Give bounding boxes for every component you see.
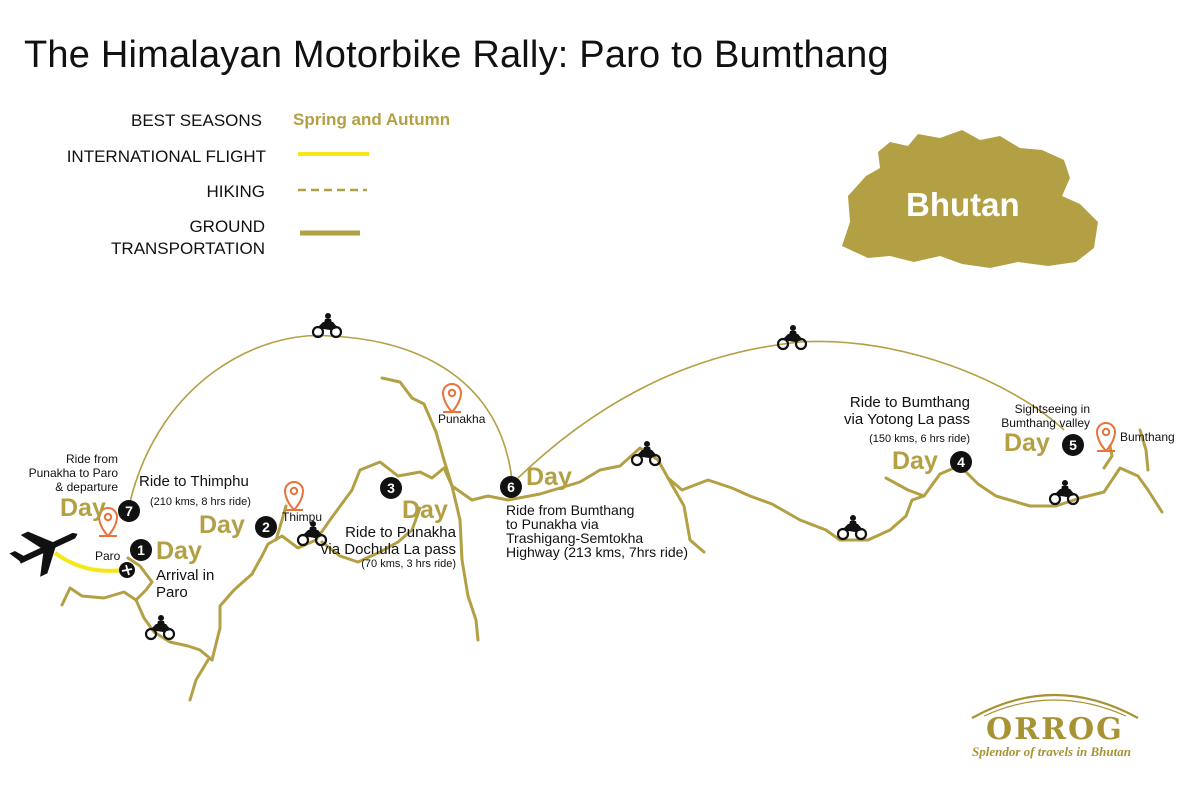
place-label-bumthang: Bumthang <box>1120 430 1175 444</box>
road-punakha-south <box>450 484 480 642</box>
day-2-badge: 2 <box>255 516 277 538</box>
day-7-desc-line3: & departure <box>55 480 118 494</box>
day-4-distance: (150 kms, 6 hrs ride) <box>869 433 970 445</box>
location-pin-icon-thimpu <box>283 481 305 512</box>
country-label: Bhutan <box>906 186 1020 223</box>
day-6-desc-line1: Ride from Bumthang <box>506 502 635 518</box>
airplane-icon <box>9 531 78 577</box>
day-1-desc-line2: Paro <box>156 584 188 601</box>
page-title: The Himalayan Motorbike Rally: Paro to B… <box>24 34 889 76</box>
day-6-description: Ride from Bumthang to Punakha via Trashi… <box>506 503 688 559</box>
day-3-badge: 3 <box>380 477 402 499</box>
road-central-south <box>666 476 706 554</box>
location-pin-icon-bumthang <box>1095 422 1117 453</box>
motorbike-icon-arc-east <box>776 323 808 351</box>
day-3-distance: (70 kms, 3 hrs ride) <box>361 558 456 570</box>
road-central <box>506 446 1164 542</box>
day-1-badge: 1 <box>130 539 152 561</box>
legend-best-seasons-value: Spring and Autumn <box>293 110 451 129</box>
flight-route <box>53 551 125 573</box>
logo-arc <box>971 693 1139 719</box>
logo-arc-inner <box>983 699 1127 717</box>
day-6-desc-line4: Highway (213 kms, 7hrs ride) <box>506 544 689 560</box>
road-west <box>60 586 214 662</box>
road-south <box>188 658 210 702</box>
road-east-spur <box>884 476 926 498</box>
day-1-desc-line1: Arrival in <box>156 567 215 584</box>
day-3-label: Day <box>402 496 448 524</box>
road-south-branch <box>320 506 422 564</box>
road-bumthang-north <box>1138 428 1150 472</box>
day-7-desc-line1: Ride from <box>65 452 118 466</box>
legend-flight-label: INTERNATIONAL FLIGHT <box>66 147 266 166</box>
day-6-badge: 6 <box>500 476 522 498</box>
legend-hiking-label: HIKING <box>206 182 265 201</box>
day-3-desc-line1: Ride to Punakha <box>345 524 456 541</box>
day-1-label: Day <box>156 537 202 565</box>
road-network <box>60 376 1164 702</box>
airport-icon <box>119 562 135 578</box>
day-4-desc-line2: via Yotong La pass <box>844 411 970 428</box>
legend-ground-line2: TRANSPORTATION <box>111 239 265 258</box>
legend-ground-line1: GROUND <box>189 217 265 236</box>
day-2-distance: (210 kms, 8 hrs ride) <box>150 496 251 508</box>
day-7-description: Ride from Punakha to Paro & departure <box>10 452 118 494</box>
place-label-thimpu: Thimpu <box>282 510 323 524</box>
place-label-punakha: Punakha <box>438 412 486 426</box>
day-4-description: Ride to Bumthang via Yotong La pass <box>788 394 970 428</box>
day-3-description: Ride to Punakha via Dochula La pass <box>270 524 456 558</box>
return-arc-west <box>129 334 513 503</box>
day-7-badge: 7 <box>118 500 140 522</box>
road-punakha <box>380 376 454 488</box>
day-2-label: Day <box>199 511 245 539</box>
day-6-desc-line2: to Punakha via <box>506 516 599 532</box>
day-5-description: Sightseeing in Bumthang valley <box>968 402 1090 430</box>
day-5-desc-line2: Bumthang valley <box>1001 416 1090 430</box>
day-6-label: Day <box>526 463 572 491</box>
day-2-title: Ride to Thimphu <box>139 473 249 490</box>
motorbike-icon-yotongla <box>836 513 868 541</box>
legend-best-seasons-label: BEST SEASONS <box>130 111 262 130</box>
bhutan-silhouette <box>842 130 1098 268</box>
location-pin-icon-punakha <box>441 383 463 414</box>
motorbike-icon-arc-west <box>311 311 343 339</box>
day-1-description: Arrival in Paro <box>156 567 214 601</box>
road-bumthang-spur <box>1102 444 1114 470</box>
day-5-desc-line1: Sightseeing in <box>1014 402 1090 416</box>
day-4-desc-line1: Ride to Bumthang <box>849 394 970 411</box>
location-pin-icon-paro <box>97 507 119 538</box>
day-4-label: Day <box>892 447 938 475</box>
legend-ground-label: GROUND TRANSPORTATION <box>65 216 265 260</box>
logo-tagline: Splendor of travels in Bhutan <box>972 744 1131 759</box>
place-label-paro: Paro <box>95 549 121 563</box>
return-arc-east <box>517 340 1065 479</box>
day-7-label: Day <box>60 494 106 522</box>
logo-name: ORROG <box>986 712 1124 747</box>
road-thimphu-north <box>274 504 288 542</box>
day-4-badge: 4 <box>950 451 972 473</box>
day-3-desc-line2: via Dochula La pass <box>320 541 456 558</box>
road-paro-branch <box>126 556 154 602</box>
day-5-badge: 5 <box>1062 434 1084 456</box>
day-7-desc-line2: Punakha to Paro <box>28 466 118 480</box>
day-6-desc-line3: Trashigang-Semtokha <box>506 530 644 546</box>
day-5-label: Day <box>1004 429 1050 457</box>
